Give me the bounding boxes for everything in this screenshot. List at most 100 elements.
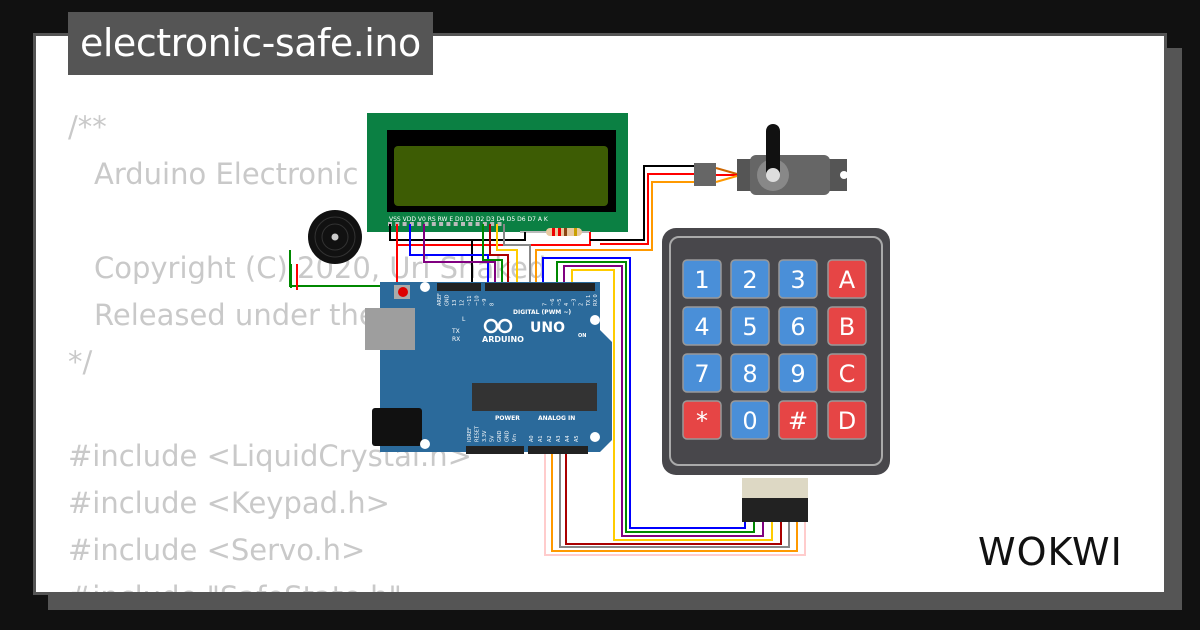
key-9[interactable]: 9	[778, 353, 818, 393]
key-label: C	[839, 360, 856, 388]
lcd-pin	[497, 222, 502, 226]
key-0[interactable]: 0	[730, 400, 770, 440]
key-3[interactable]: 3	[778, 259, 818, 299]
wire-keypad-2	[556, 261, 755, 533]
pin-label: Vin	[512, 434, 518, 442]
key-4[interactable]: 4	[682, 306, 722, 346]
key-1[interactable]: 1	[682, 259, 722, 299]
lcd-pin	[453, 222, 458, 226]
wire-keypad-7	[551, 446, 798, 552]
svg-text:WOKWI: WOKWI	[978, 530, 1123, 574]
key-5[interactable]: 5	[730, 306, 770, 346]
wire-keypad-6	[559, 446, 790, 548]
wire-d6	[496, 224, 518, 283]
lcd-pin	[431, 222, 436, 226]
arduino-uno[interactable]: DIGITAL (PWM ~) UNO ARDUINO ON POWER ANA…	[365, 282, 612, 454]
servo-horn	[766, 124, 780, 179]
on-label: ON	[578, 333, 586, 339]
wire-servo-gnd	[590, 165, 697, 241]
key-label: 7	[694, 360, 709, 388]
led-label: TX	[451, 328, 460, 335]
wire-keypad-1	[542, 257, 746, 529]
pin-label: 5V	[490, 435, 496, 442]
key-*[interactable]: *	[682, 400, 722, 440]
pin-label: ~11	[467, 295, 473, 306]
led-label: RX	[452, 336, 460, 343]
lcd-display[interactable]: VSS VDD V0 RS RW E D0 D1 D2 D3 D4 D5 D6 …	[367, 113, 628, 232]
key-label: *	[696, 407, 708, 435]
power-jack	[372, 408, 422, 446]
pin-label: A0	[529, 435, 535, 442]
wire-vcc	[396, 224, 591, 246]
resistor[interactable]	[520, 228, 590, 236]
lcd-pin	[439, 222, 444, 226]
wokwi-logo: WOKWI	[978, 530, 1123, 574]
pin-label: A2	[547, 435, 553, 442]
reset-button-red	[398, 287, 408, 297]
lcd-pin-labels: VSS VDD V0 RS RW E D0 D1 D2 D3 D4 D5 D6 …	[389, 216, 549, 223]
pin-label: 8	[490, 303, 496, 306]
key-label: 5	[742, 313, 757, 341]
wire-servo-signal	[535, 181, 697, 283]
key-label: 0	[742, 407, 757, 435]
key-A[interactable]: A	[827, 259, 867, 299]
pin-label: 13	[452, 300, 458, 306]
key-label: 9	[790, 360, 805, 388]
pin-label: A1	[538, 435, 544, 442]
led-label: L	[462, 316, 466, 323]
pin-label: ~10	[475, 295, 481, 306]
key-8[interactable]: 8	[730, 353, 770, 393]
key-B[interactable]: B	[827, 306, 867, 346]
key-#[interactable]: #	[778, 400, 818, 440]
wire-keypad-8	[544, 446, 806, 556]
code-line: /**	[68, 110, 107, 144]
key-D[interactable]: D	[827, 400, 867, 440]
pin-label: ~5	[557, 299, 563, 306]
arduino-brand: ARDUINO	[482, 335, 524, 344]
key-label: #	[788, 407, 808, 435]
usb-port	[365, 308, 415, 350]
arduino-model: UNO	[530, 320, 565, 336]
lcd-pin	[468, 222, 473, 226]
code-line: #include <Servo.h>	[68, 533, 366, 567]
wire-keypad-4	[571, 269, 773, 541]
key-label: 3	[790, 266, 805, 294]
infinity-logo	[483, 318, 513, 334]
lcd-pin	[446, 222, 451, 226]
lcd-pin	[417, 222, 422, 226]
pin-label: GND	[497, 430, 503, 442]
code-line: Arduino Electronic	[94, 157, 359, 191]
key-label: A	[839, 266, 856, 294]
wire-d5	[489, 224, 509, 283]
code-line: */	[68, 345, 93, 379]
key-C[interactable]: C	[827, 353, 867, 393]
pin-label: ~3	[571, 299, 577, 306]
servo-motor[interactable]	[694, 124, 848, 195]
code-line: #include "SafeState.h"	[68, 574, 546, 592]
atmega-chip	[472, 383, 597, 411]
pin-label: ~6	[550, 299, 556, 306]
pin-label: 2	[579, 303, 585, 306]
buzzer[interactable]	[290, 210, 362, 290]
pin-label: 7	[543, 303, 549, 306]
pin-label: 12	[460, 300, 466, 306]
pin-label: 4	[564, 303, 570, 306]
code-line: Released under the	[94, 298, 377, 332]
lcd-pin	[475, 222, 480, 226]
pin-label: GND	[505, 430, 511, 442]
key-label: D	[838, 407, 856, 435]
key-label: 2	[742, 266, 757, 294]
pin-label: A4	[565, 435, 571, 442]
pin-label: AREF	[437, 293, 443, 306]
key-2[interactable]: 2	[730, 259, 770, 299]
key-7[interactable]: 7	[682, 353, 722, 393]
key-6[interactable]: 6	[778, 306, 818, 346]
lcd-screen	[394, 146, 608, 206]
wire-keypad-3	[563, 265, 764, 537]
pin-label: RX 0	[593, 294, 599, 306]
pin-label: ~9	[482, 299, 488, 306]
analog-label: ANALOG IN	[538, 415, 575, 422]
